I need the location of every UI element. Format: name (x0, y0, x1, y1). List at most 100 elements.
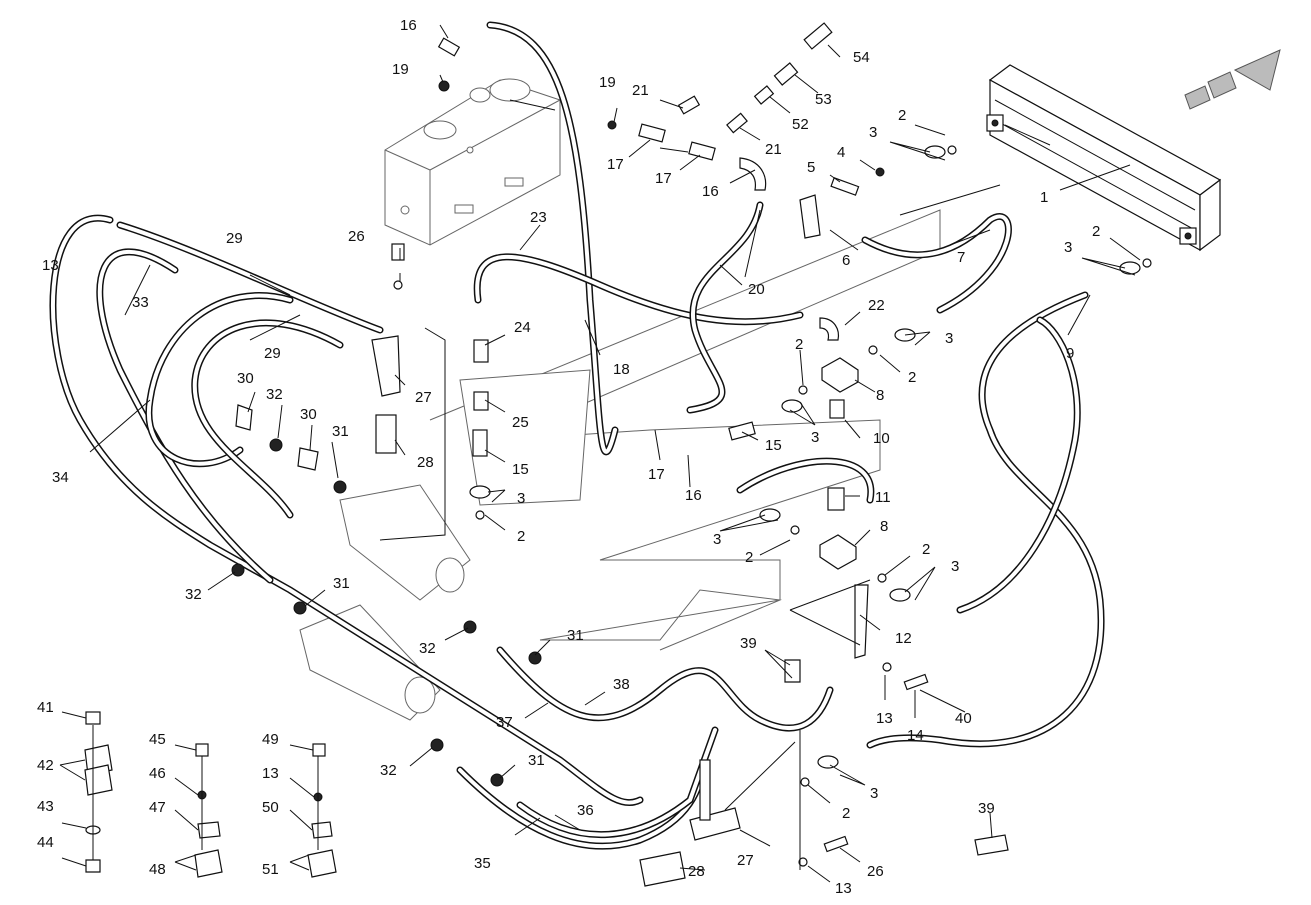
callout-3: 3 (945, 330, 953, 347)
callout-37: 37 (496, 714, 513, 731)
callout-31: 31 (333, 575, 350, 592)
callout-25: 25 (512, 414, 529, 431)
callout-31: 31 (528, 752, 545, 769)
callout-3: 3 (1064, 239, 1072, 256)
callout-51: 51 (262, 861, 279, 878)
callout-46: 46 (149, 765, 166, 782)
callout-26: 26 (348, 228, 365, 245)
callout-41: 41 (37, 699, 54, 716)
callout-24: 24 (514, 319, 531, 336)
callout-15: 15 (512, 461, 529, 478)
callout-3: 3 (713, 531, 721, 548)
callout-26: 26 (867, 863, 884, 880)
callout-2: 2 (745, 549, 753, 566)
callout-48: 48 (149, 861, 166, 878)
callout-31: 31 (332, 423, 349, 440)
callout-22: 22 (868, 297, 885, 314)
callout-34: 34 (52, 469, 69, 486)
callout-32: 32 (185, 586, 202, 603)
callout-17: 17 (648, 466, 665, 483)
mounting-frame-ghost (429, 209, 941, 651)
callout-7: 7 (957, 249, 965, 266)
callout-2: 2 (922, 541, 930, 558)
callout-2: 2 (517, 528, 525, 545)
callout-16: 16 (400, 17, 417, 34)
callout-52: 52 (792, 116, 809, 133)
callout-39: 39 (740, 635, 757, 652)
callout-17: 17 (655, 170, 672, 187)
callout-49: 49 (262, 731, 279, 748)
callout-35: 35 (474, 855, 491, 872)
callout-8: 8 (880, 518, 888, 535)
callout-2: 2 (898, 107, 906, 124)
callout-2: 2 (795, 336, 803, 353)
callout-16: 16 (702, 183, 719, 200)
hardware-kit-41-44 (84, 711, 113, 873)
callout-20: 20 (748, 281, 765, 298)
callout-8: 8 (876, 387, 884, 404)
callout-19: 19 (392, 61, 409, 78)
callout-12: 12 (895, 630, 912, 647)
hardware-kit-49-51 (307, 743, 337, 878)
callout-42: 42 (37, 757, 54, 774)
callout-28: 28 (417, 454, 434, 471)
callout-33: 33 (132, 294, 149, 311)
callout-21: 21 (765, 141, 782, 158)
callout-30: 30 (300, 406, 317, 423)
callout-4: 4 (837, 144, 845, 161)
callout-5: 5 (807, 159, 815, 176)
callout-53: 53 (815, 91, 832, 108)
callout-3: 3 (811, 429, 819, 446)
callout-13: 13 (835, 880, 852, 897)
callout-2: 2 (908, 369, 916, 386)
callout-40: 40 (955, 710, 972, 727)
callout-6: 6 (842, 252, 850, 269)
hydraulic-valve-block (384, 78, 561, 246)
callout-47: 47 (149, 799, 166, 816)
callout-13: 13 (42, 257, 59, 274)
callout-32: 32 (266, 386, 283, 403)
callout-32: 32 (419, 640, 436, 657)
callout-44: 44 (37, 834, 54, 851)
fittings (231, 22, 1152, 887)
callout-15: 15 (765, 437, 782, 454)
callout-11: 11 (875, 489, 891, 506)
callout-10: 10 (873, 430, 890, 447)
callout-27: 27 (415, 389, 432, 406)
callout-45: 45 (149, 731, 166, 748)
leader-lines (59, 24, 1141, 883)
callout-21: 21 (632, 82, 649, 99)
callout-29: 29 (226, 230, 243, 247)
callout-labels: 1 2 2 2 2 2 2 2 2 3 3 3 3 3 3 3 3 4 5 6 … (37, 17, 1100, 897)
hardware-kit-45-48 (194, 743, 223, 878)
callout-36: 36 (577, 802, 594, 819)
callout-38: 38 (613, 676, 630, 693)
callout-1: 1 (1040, 189, 1048, 206)
steering-cylinder-ghost (299, 484, 471, 721)
callout-28: 28 (688, 863, 705, 880)
flow-direction-arrow-icon (1184, 49, 1281, 110)
callout-3: 3 (870, 785, 878, 802)
callout-29: 29 (264, 345, 281, 362)
callout-3: 3 (517, 490, 525, 507)
callout-54: 54 (853, 49, 870, 66)
callout-3: 3 (951, 558, 959, 575)
callout-23: 23 (530, 209, 547, 226)
callout-3: 3 (869, 124, 877, 141)
callout-50: 50 (262, 799, 279, 816)
callout-19: 19 (599, 74, 616, 91)
callout-32: 32 (380, 762, 397, 779)
hoses (49, 21, 1105, 850)
callout-39: 39 (978, 800, 995, 817)
callout-43: 43 (37, 798, 54, 815)
callout-30: 30 (237, 370, 254, 387)
callout-14: 14 (907, 727, 924, 744)
callout-16: 16 (685, 487, 702, 504)
oil-cooler (986, 64, 1222, 252)
callout-2: 2 (842, 805, 850, 822)
callout-17: 17 (607, 156, 624, 173)
callout-2: 2 (1092, 223, 1100, 240)
callout-18: 18 (613, 361, 630, 378)
callout-31: 31 (567, 627, 584, 644)
